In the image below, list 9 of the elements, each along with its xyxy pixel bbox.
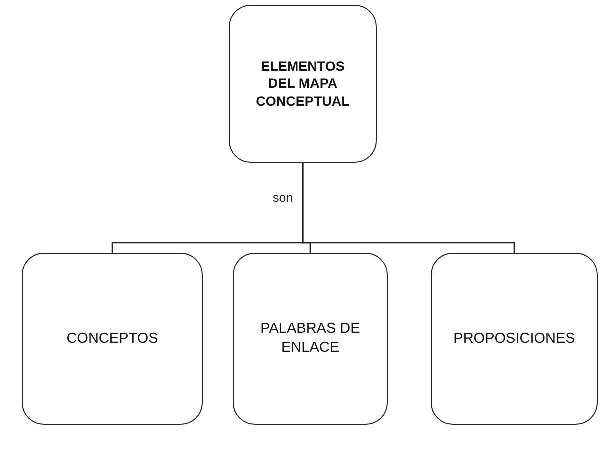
concept-text: CONCEPTOS <box>66 330 158 348</box>
concept-box <box>431 253 598 425</box>
concept-text: ELEMENTOS DEL MAPA CONCEPTUAL <box>255 58 351 110</box>
concept-text: PROPOSICIONES <box>454 330 576 348</box>
concept-box <box>233 253 388 425</box>
connector-line <box>302 163 516 253</box>
concept-box <box>22 253 203 425</box>
concept-text: PALABRAS DE ENLACE <box>260 320 362 358</box>
concept-box <box>229 5 377 163</box>
